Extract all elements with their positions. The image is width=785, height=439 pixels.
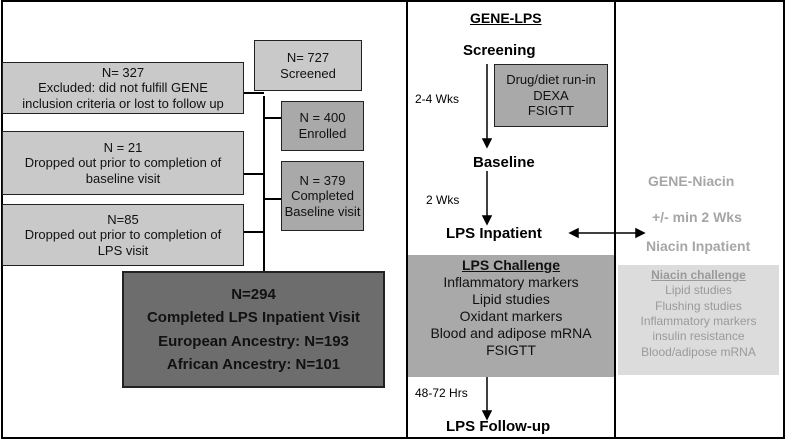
- excluded-line1: Excluded: did not fulfill GENE: [38, 80, 208, 96]
- lps-followup-label: LPS Follow-up: [446, 418, 551, 435]
- enrolled-box: N = 400 Enrolled: [281, 101, 364, 151]
- screening-label: Screening: [463, 42, 536, 59]
- excluded-line2: inclusion criteria or lost to follow up: [22, 95, 224, 111]
- lps-inpatient-label: LPS Inpatient: [446, 225, 542, 242]
- dropped-baseline-box: N = 21 Dropped out prior to completion o…: [2, 131, 244, 195]
- niacin-challenge-item: Blood/adipose mRNA: [641, 344, 756, 359]
- lps-challenge-item: Lipid studies: [472, 291, 550, 308]
- runin-line3: FSIGTT: [527, 103, 575, 119]
- excluded-box: N= 327 Excluded: did not fulfill GENE in…: [2, 62, 244, 114]
- dropped-lps-box: N=85 Dropped out prior to completion of …: [2, 204, 244, 266]
- screened-label: Screened: [280, 65, 336, 81]
- excluded-count: N= 327: [101, 64, 145, 80]
- screened-box: N= 727 Screened: [254, 40, 362, 91]
- runin-box: Drug/diet run-in DEXA FSIGTT: [494, 64, 608, 127]
- weeks-label-1: 2-4 Wks: [415, 92, 460, 106]
- lps-challenge-item: Oxidant markers: [459, 308, 563, 325]
- niacin-challenge-item: Flushing studies: [655, 298, 742, 313]
- completed-baseline-box: N = 379 Completed Baseline visit: [281, 161, 364, 231]
- completed-lps-box: N=294 Completed LPS Inpatient Visit Euro…: [122, 271, 385, 388]
- runin-line1: Drug/diet run-in: [506, 72, 596, 88]
- completed-lps-line3: African Ancestry: N=101: [166, 355, 341, 373]
- baseline-label: Baseline: [473, 154, 535, 171]
- niacin-challenge-box: Niacin challenge Lipid studies Flushing …: [618, 265, 779, 375]
- niacin-challenge-item: Inflammatory markers: [640, 314, 757, 329]
- screened-count: N= 727: [286, 49, 330, 65]
- niacin-challenge-item: Lipid studies: [665, 283, 732, 298]
- completed-baseline-line2: Baseline visit: [284, 203, 361, 219]
- completed-lps-line1: Completed LPS Inpatient Visit: [146, 309, 361, 327]
- lps-challenge-box: LPS Challenge Inflammatory markers Lipid…: [408, 255, 614, 377]
- niacin-inpatient-label: Niacin Inpatient: [646, 238, 751, 254]
- completed-baseline-count: N = 379: [299, 172, 346, 188]
- lps-challenge-item: Inflammatory markers: [443, 274, 579, 291]
- niacin-challenge-title: Niacin challenge: [651, 268, 746, 282]
- runin-line2: DEXA: [533, 87, 569, 103]
- dropped-baseline-line2: baseline visit: [85, 170, 161, 186]
- completed-lps-count: N=294: [231, 286, 276, 303]
- niacin-challenge-item: insulin resistance: [652, 329, 745, 344]
- lps-challenge-item: FSIGTT: [486, 342, 536, 359]
- completed-baseline-line1: Completed: [291, 188, 354, 204]
- hours-label: 48-72 Hrs: [415, 386, 468, 400]
- niacin-weeks-label: +/- min 2 Wks: [652, 209, 742, 225]
- enrolled-count: N = 400: [299, 110, 346, 126]
- lps-challenge-item: Blood and adipose mRNA: [430, 325, 592, 342]
- gene-lps-title: GENE-LPS: [470, 10, 542, 26]
- gene-niacin-title: GENE-Niacin: [648, 173, 735, 189]
- lps-challenge-title: LPS Challenge: [461, 257, 561, 273]
- enrolled-label: Enrolled: [298, 126, 347, 141]
- weeks-label-2: 2 Wks: [426, 193, 460, 207]
- dropped-baseline-count: N = 21: [103, 139, 143, 155]
- dropped-lps-line1: Dropped out prior to completion of: [24, 227, 222, 243]
- dropped-lps-count: N=85: [107, 211, 139, 227]
- completed-lps-line2: European Ancestry: N=193: [158, 332, 349, 350]
- dropped-lps-line2: LPS visit: [97, 242, 149, 258]
- dropped-baseline-line1: Dropped out prior to completion of: [24, 155, 222, 171]
